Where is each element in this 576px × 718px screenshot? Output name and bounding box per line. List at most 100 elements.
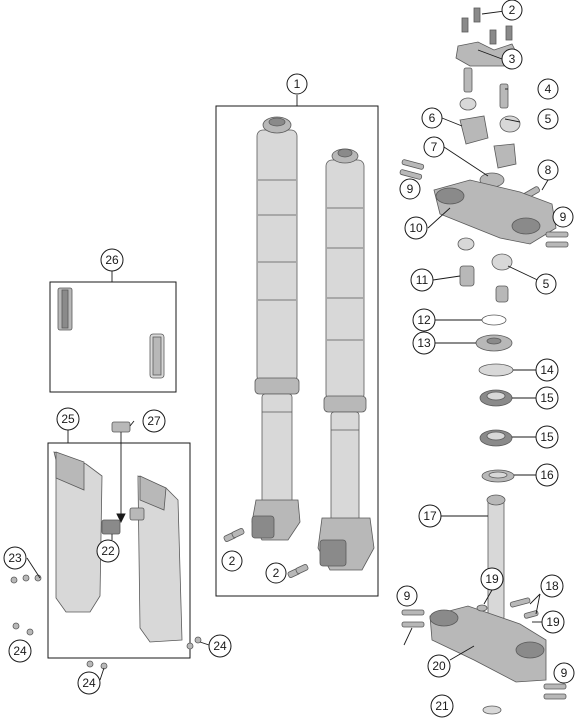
- o-ring-12: [481, 314, 507, 326]
- bushing-5-top: [499, 115, 521, 133]
- screws-24: [12, 622, 202, 670]
- svg-text:10: 10: [409, 221, 423, 235]
- callout-6: 6: [421, 107, 443, 129]
- svg-text:9: 9: [404, 589, 411, 603]
- callout-10: 10: [404, 216, 428, 240]
- fork-guard-left: [53, 451, 103, 613]
- callout-23: 23: [3, 546, 27, 570]
- kit-frame: [49, 281, 177, 393]
- callout-9-lower: 9: [396, 585, 418, 607]
- callout-24-left: 24: [8, 639, 32, 663]
- callout-21: 21: [430, 694, 454, 718]
- svg-text:22: 22: [101, 544, 115, 558]
- svg-text:7: 7: [431, 140, 438, 154]
- bolts-18: [509, 597, 539, 619]
- callout-2-top: 2: [501, 0, 523, 21]
- damper-lower: [495, 285, 509, 303]
- svg-text:16: 16: [540, 468, 554, 482]
- svg-text:9: 9: [407, 182, 414, 196]
- bushing-5: [491, 253, 513, 271]
- callout-2-left: 2: [221, 550, 243, 572]
- callout-20: 20: [427, 654, 451, 678]
- callout-11: 11: [410, 268, 434, 292]
- callout-15-top: 15: [535, 386, 559, 410]
- seal-ring-14: [478, 363, 514, 377]
- callout-5-lower: 5: [535, 273, 557, 295]
- fork-guard-right: [137, 475, 183, 643]
- callout-9-top: 9: [399, 178, 421, 200]
- callout-24-right: 24: [208, 634, 232, 658]
- svg-text:8: 8: [545, 163, 552, 177]
- callout-25: 25: [56, 407, 80, 431]
- svg-text:9: 9: [560, 210, 567, 224]
- svg-text:25: 25: [61, 412, 75, 426]
- svg-text:5: 5: [543, 277, 550, 291]
- svg-text:23: 23: [8, 551, 22, 565]
- bolts-9-bottom: [543, 683, 567, 700]
- svg-text:4: 4: [545, 82, 552, 96]
- handlebar-mount-6: [459, 115, 489, 145]
- callout-15-bottom: 15: [535, 425, 559, 449]
- svg-text:12: 12: [417, 313, 431, 327]
- cap-19: [476, 604, 488, 612]
- svg-text:3: 3: [509, 52, 516, 66]
- svg-text:1: 1: [294, 77, 301, 91]
- svg-text:24: 24: [213, 639, 227, 653]
- callout-7: 7: [423, 136, 445, 158]
- svg-text:2: 2: [273, 566, 280, 580]
- bolt-4-top: [463, 67, 473, 93]
- callout-17: 17: [418, 504, 442, 528]
- bolts-2-right: [287, 564, 309, 578]
- svg-text:18: 18: [545, 579, 559, 593]
- callout-2-right: 2: [265, 562, 287, 584]
- svg-text:26: 26: [105, 253, 119, 267]
- bolts-9-lower: [401, 609, 425, 628]
- svg-text:2: 2: [229, 554, 236, 568]
- callout-1: 1: [286, 73, 308, 95]
- callout-3: 3: [501, 48, 523, 70]
- callout-12: 12: [412, 308, 436, 332]
- svg-text:19: 19: [485, 572, 499, 586]
- callout-18: 18: [540, 574, 564, 598]
- callout-27: 27: [142, 409, 166, 433]
- guard-bracket-27: [111, 421, 145, 524]
- svg-text:17: 17: [423, 509, 437, 523]
- bushing-lower: [457, 237, 475, 251]
- bolt-4: [499, 83, 509, 109]
- damper-11: [459, 265, 475, 287]
- svg-text:19: 19: [546, 615, 560, 629]
- kit-items: [57, 287, 165, 379]
- callout-9-bottom: 9: [553, 662, 575, 684]
- fork-leg-left: [251, 116, 301, 541]
- screws-2-top: [461, 7, 513, 45]
- fork-leg-right: [317, 148, 375, 571]
- svg-text:24: 24: [82, 676, 96, 690]
- callout-22: 22: [96, 539, 120, 563]
- screws-23: [10, 574, 42, 584]
- bolts-9-right: [545, 231, 569, 248]
- svg-text:20: 20: [432, 659, 446, 673]
- lower-triple-clamp-20: [429, 605, 547, 683]
- callout-8: 8: [537, 159, 559, 181]
- callout-19-left: 19: [480, 567, 504, 591]
- svg-text:5: 5: [545, 112, 552, 126]
- svg-text:15: 15: [540, 430, 554, 444]
- callout-9-right: 9: [552, 206, 574, 228]
- callout-16: 16: [535, 463, 559, 487]
- callout-4: 4: [537, 78, 559, 100]
- cap-21: [482, 705, 502, 715]
- callout-24-bottom: 24: [77, 671, 101, 695]
- callout-26: 26: [100, 248, 124, 272]
- callout-5-top: 5: [537, 108, 559, 130]
- steering-stem-17: [487, 499, 505, 621]
- callout-19-right: 19: [541, 610, 565, 634]
- clamp-22: [101, 519, 121, 535]
- bushing-top: [459, 97, 477, 111]
- svg-text:13: 13: [417, 336, 431, 350]
- handlebar-mount-6b: [493, 143, 517, 169]
- svg-text:24: 24: [13, 644, 27, 658]
- callout-14: 14: [535, 358, 559, 382]
- svg-text:6: 6: [429, 111, 436, 125]
- bolts-2-left: [223, 528, 245, 542]
